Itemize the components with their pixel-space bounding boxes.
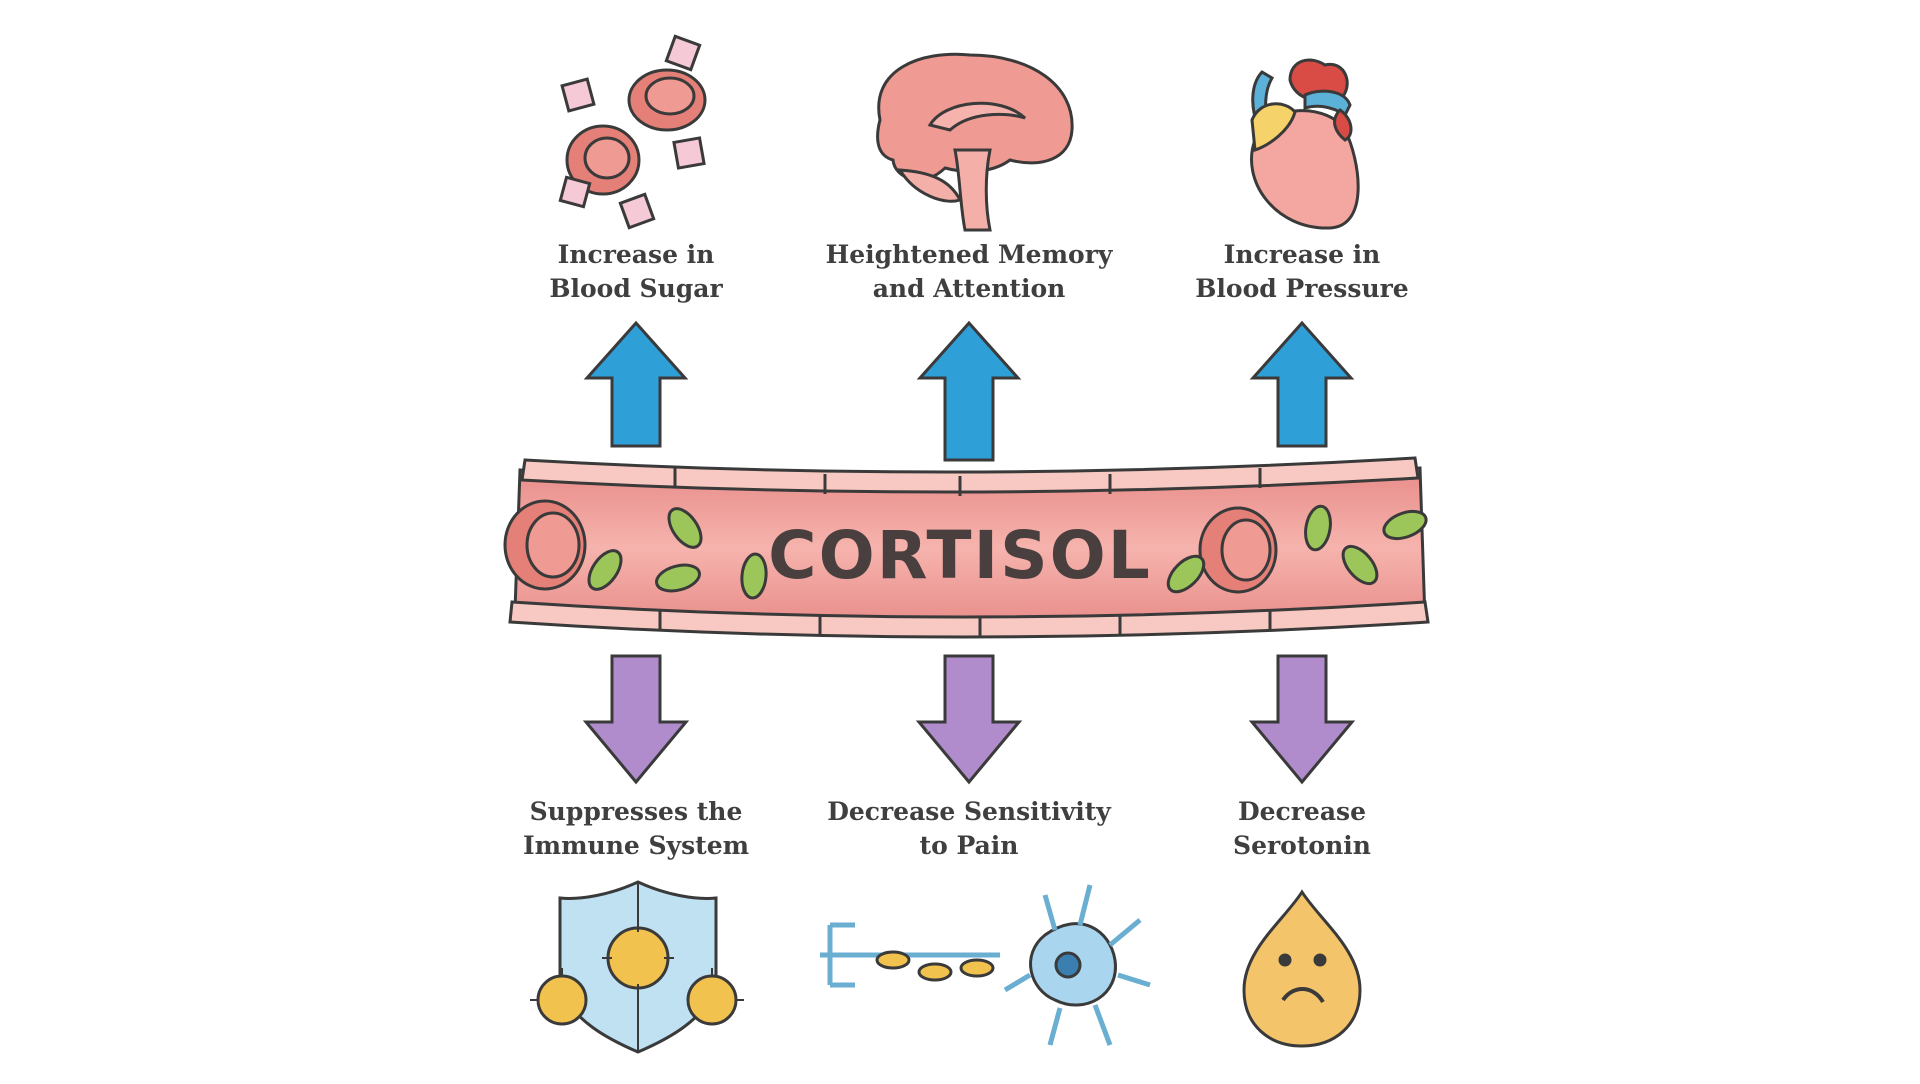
up-arrow-blood-pressure xyxy=(1249,320,1355,448)
neuron-icon xyxy=(820,884,1151,1046)
label-blood-sugar-line1: Increase in xyxy=(557,240,715,269)
label-serotonin-line1: Decrease xyxy=(1237,797,1367,826)
up-arrow-memory xyxy=(916,320,1022,462)
label-pain-line2: to Pain xyxy=(919,831,1019,860)
red-blood-cell-left xyxy=(503,499,587,591)
down-arrow-pain xyxy=(915,654,1023,785)
label-blood-pressure: Increase in Blood Pressure xyxy=(1152,238,1452,306)
label-blood-pressure-line2: Blood Pressure xyxy=(1195,274,1409,303)
cortisol-title: CORTISOL xyxy=(768,517,1152,594)
label-serotonin-line2: Serotonin xyxy=(1233,831,1371,860)
label-serotonin: Decrease Serotonin xyxy=(1152,795,1452,863)
heart-icon xyxy=(1250,58,1360,230)
label-immune-line1: Suppresses the xyxy=(529,797,743,826)
down-arrow-immune xyxy=(582,654,690,785)
label-immune-line2: Immune System xyxy=(522,831,750,860)
label-blood-sugar-line2: Blood Sugar xyxy=(549,274,723,303)
brain-icon xyxy=(876,52,1074,232)
label-memory-line2: and Attention xyxy=(872,274,1066,303)
label-blood-sugar: Increase in Blood Sugar xyxy=(486,238,786,306)
label-blood-pressure-line1: Increase in xyxy=(1223,240,1381,269)
sad-drop-icon xyxy=(1242,889,1362,1048)
up-arrow-blood-sugar xyxy=(583,320,689,448)
red-blood-cell-right xyxy=(1198,506,1278,594)
label-immune-system: Suppresses the Immune System xyxy=(486,795,786,863)
immune-shield-icon xyxy=(530,880,744,1054)
label-memory-attention: Heightened Memory and Attention xyxy=(819,238,1119,306)
label-pain-line1: Decrease Sensitivity xyxy=(827,797,1111,826)
down-arrow-serotonin xyxy=(1248,654,1356,785)
platelets xyxy=(587,504,1428,600)
blood-sugar-icon xyxy=(558,34,707,230)
label-memory-line1: Heightened Memory xyxy=(825,240,1113,269)
label-pain-sensitivity: Decrease Sensitivity to Pain xyxy=(819,795,1119,863)
